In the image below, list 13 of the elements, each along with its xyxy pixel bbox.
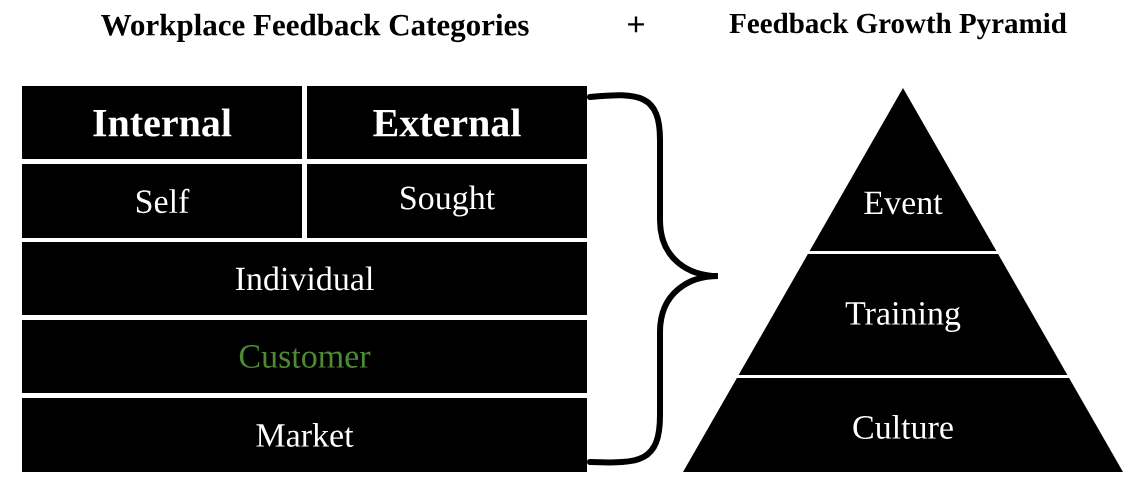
heading: Workplace Feedback Categories (101, 13, 529, 43)
pyramid-tier: Culture (683, 378, 1123, 472)
pyramid-tier: Event (809, 88, 997, 251)
category-box: Customer (22, 320, 587, 393)
heading: Feedback Growth Pyramid (729, 12, 1067, 40)
pyramid-tier: Training (738, 254, 1068, 375)
plus-sign: + (628, 16, 644, 33)
category-box: Self (22, 164, 302, 238)
category-box: Internal (22, 86, 302, 159)
category-box: External (307, 86, 587, 159)
category-box: Sought (307, 164, 587, 238)
category-box: Market (22, 398, 587, 472)
category-box: Individual (22, 242, 587, 315)
